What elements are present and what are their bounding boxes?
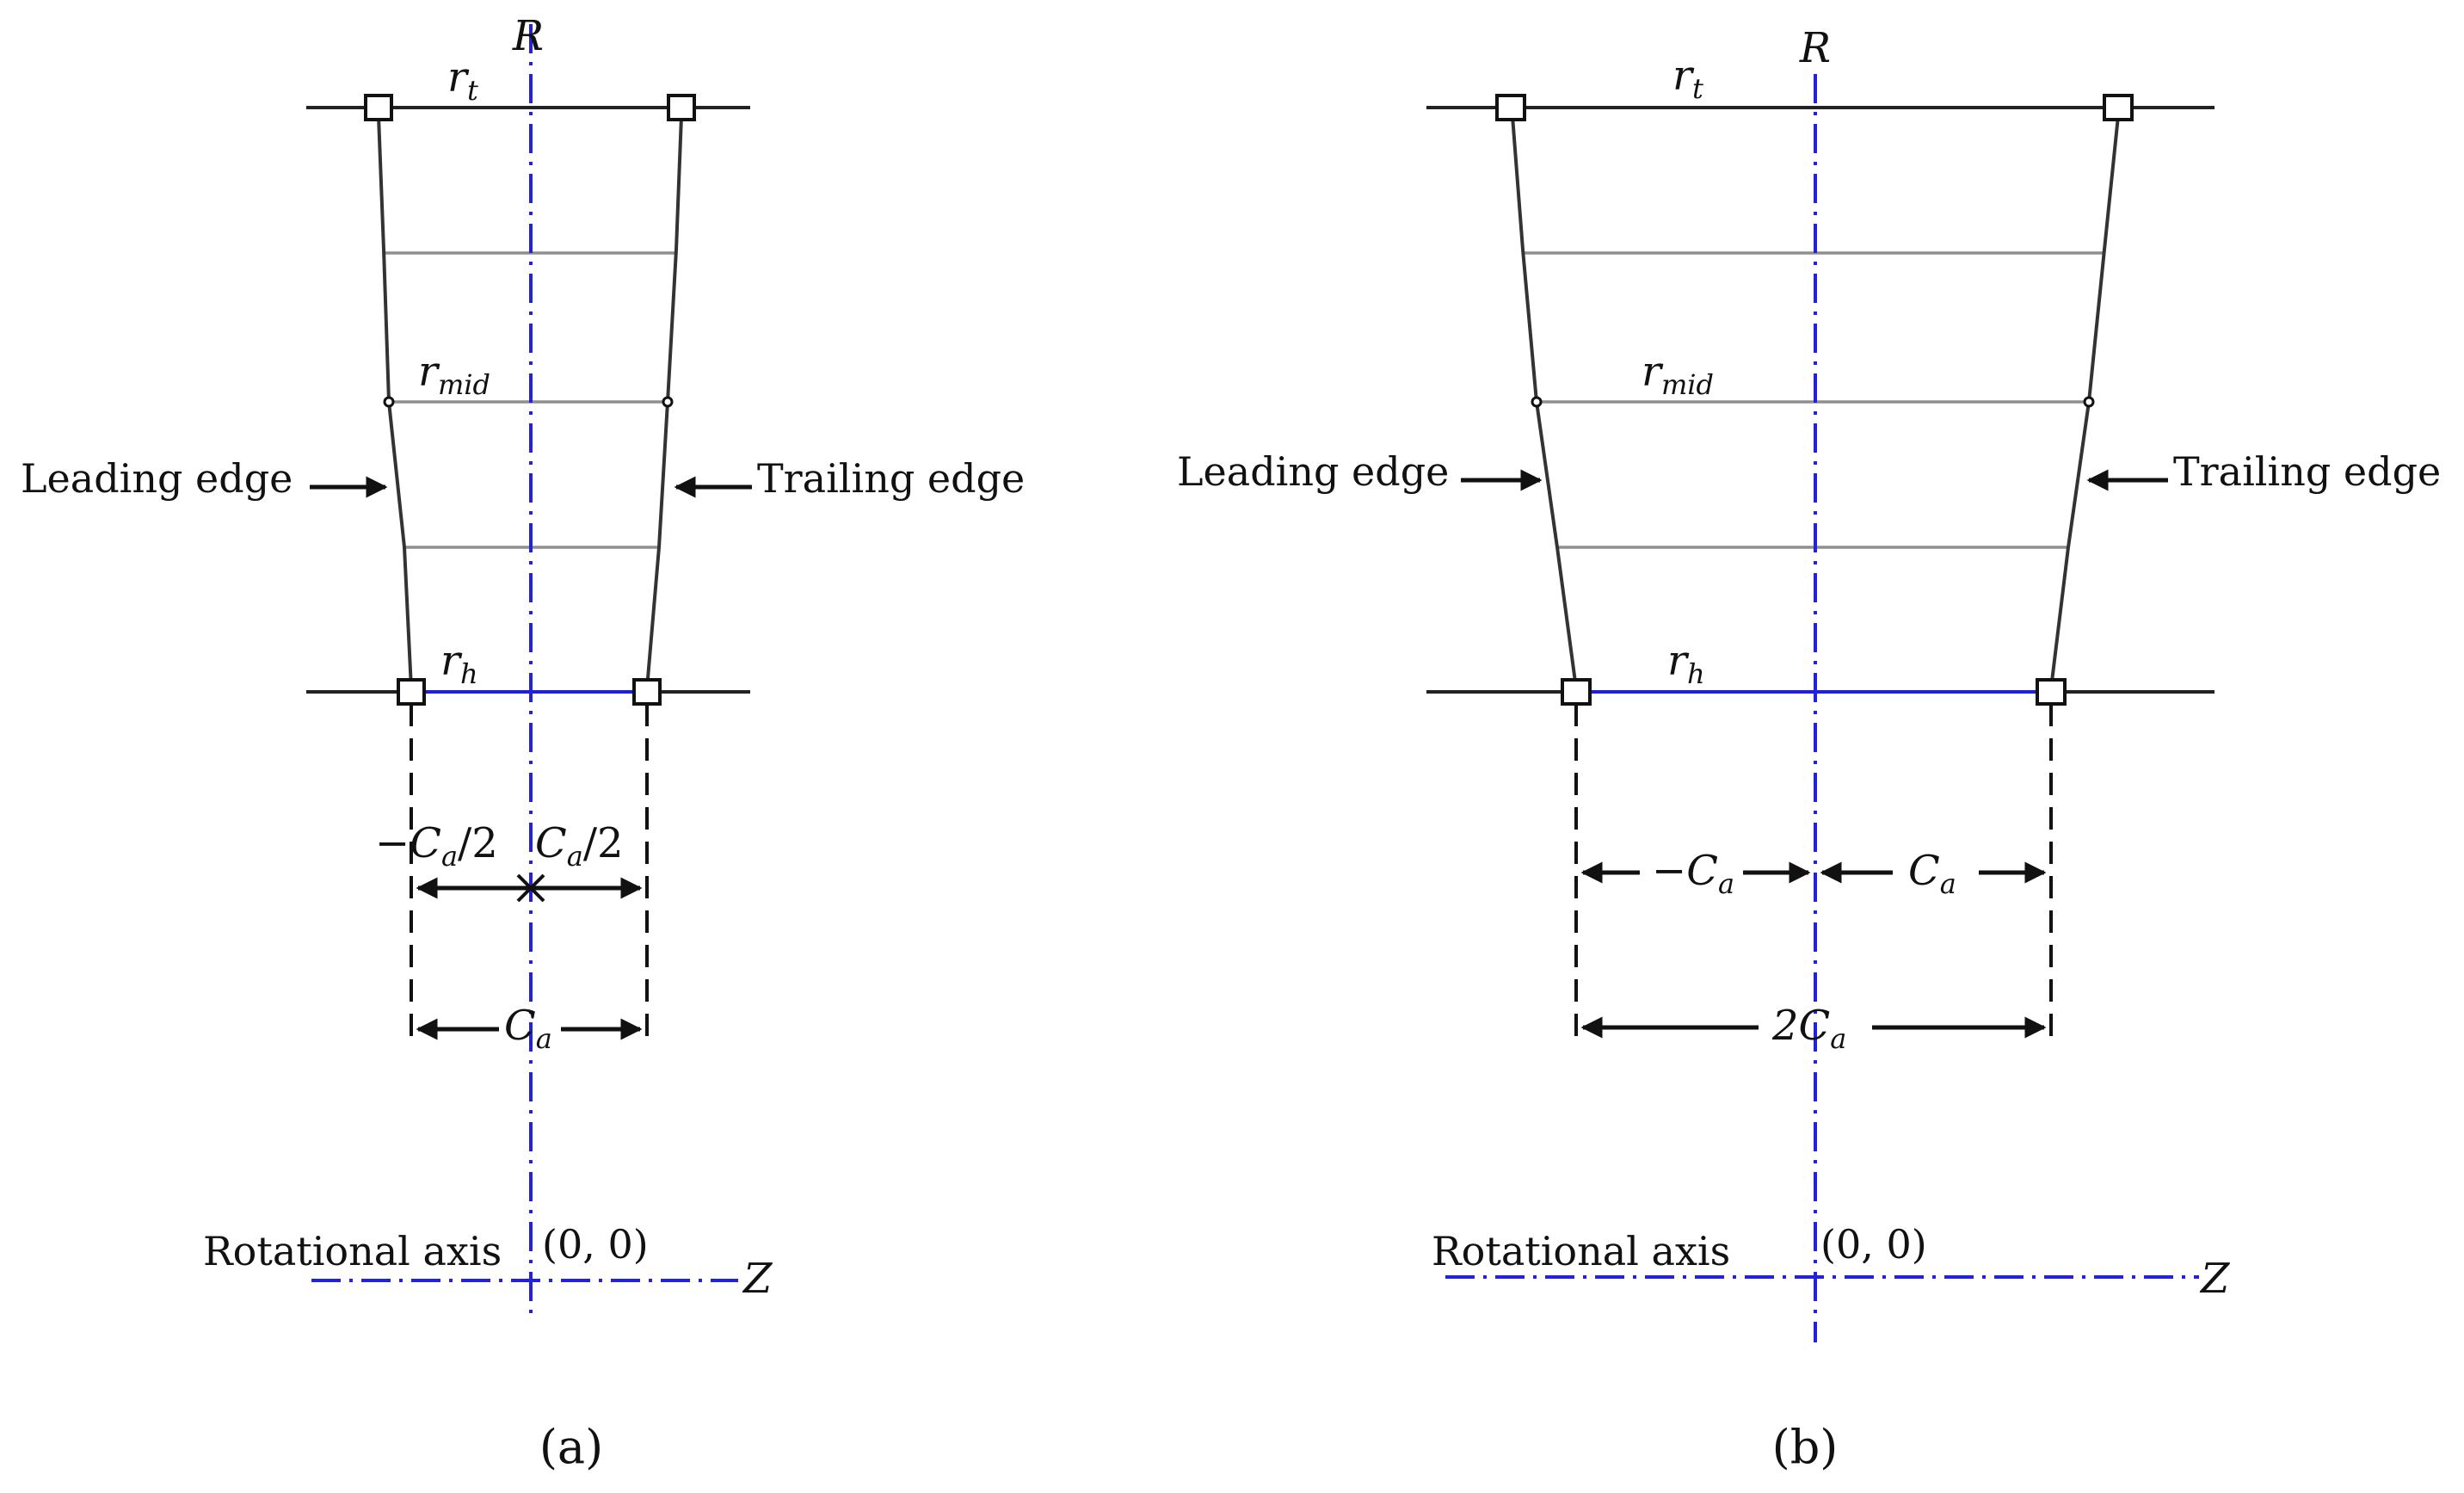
panel-a: R rt rmid rh Leading edge Trailing edge …	[21, 12, 1025, 1474]
panel-b-minus-chord-label: −Ca	[1652, 847, 1734, 900]
panel-b-mid-le-point	[1531, 396, 1543, 408]
panel-b-origin-label: (0, 0)	[1820, 1221, 1927, 1268]
panel-a-tip-label: rt	[447, 53, 478, 107]
panel-a-tip-te-control-point	[667, 94, 696, 121]
panel-b-leading-edge-label: Leading edge	[1177, 448, 1449, 495]
panel-b: R rt rmid rh Leading edge Trailing edge …	[1177, 24, 2441, 1474]
panel-b-mid-te-point	[2083, 396, 2095, 408]
panel-b-plus-chord-label: Ca	[1908, 847, 1956, 900]
panel-a-z-axis-label: Z	[742, 1255, 773, 1303]
panel-b-z-axis-label: Z	[2199, 1255, 2231, 1303]
panel-a-chord-label: Ca	[504, 1002, 552, 1055]
panel-a-plus-half-chord-label: Ca/2	[535, 819, 624, 873]
panel-b-tip-label: rt	[1672, 52, 1703, 105]
panel-a-leading-edge-label: Leading edge	[21, 455, 293, 502]
panel-a-r-axis-label: R	[512, 12, 544, 60]
panel-b-hub-le-control-point	[1561, 678, 1592, 706]
panel-a-minus-half-chord-label: −Ca/2	[375, 819, 498, 873]
panel-b-tip-te-control-point	[2103, 94, 2134, 121]
panel-b-caption: (b)	[1772, 1420, 1839, 1474]
panel-a-hub-le-control-point	[397, 678, 426, 706]
panel-a-rotational-axis-label: Rotational axis	[203, 1228, 502, 1274]
panel-a-hub-label: rh	[440, 637, 478, 690]
panel-a-tip-le-control-point	[364, 94, 393, 121]
panel-a-mid-te-point	[662, 396, 674, 408]
panel-a-trailing-edge-label: Trailing edge	[757, 455, 1025, 502]
panel-b-mid-label: rmid	[1642, 348, 1714, 401]
panel-b-rotational-axis-label: Rotational axis	[1432, 1228, 1730, 1274]
panel-a-hub-te-control-point	[632, 678, 662, 706]
panel-a-mid-le-point	[383, 396, 395, 408]
panel-b-tip-le-control-point	[1495, 94, 1526, 121]
panel-a-origin-label: (0, 0)	[542, 1221, 649, 1268]
panel-b-r-axis-label: R	[1799, 24, 1831, 72]
panel-b-hub-label: rh	[1667, 637, 1705, 690]
panel-a-mid-label: rmid	[418, 348, 490, 401]
panel-a-center-cross-2	[516, 873, 545, 903]
panel-b-double-chord-label: 2Ca	[1771, 1002, 1846, 1055]
panel-b-hub-te-control-point	[2036, 678, 2067, 706]
panel-b-trailing-edge-label: Trailing edge	[2173, 448, 2441, 495]
panel-a-caption: (a)	[539, 1420, 603, 1474]
